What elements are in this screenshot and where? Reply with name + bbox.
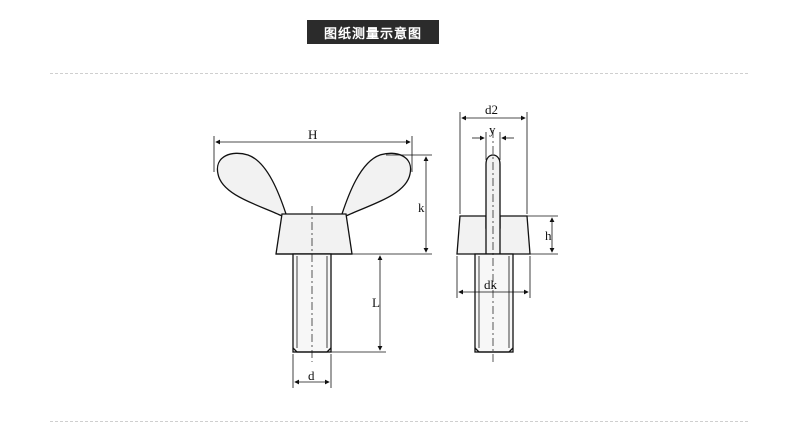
hub [275, 213, 353, 255]
label-H: H [308, 127, 317, 142]
front-dimensions [213, 136, 432, 388]
label-k: k [418, 200, 425, 215]
side-dimensions [456, 112, 558, 298]
label-h: h [545, 228, 552, 243]
page-title: 图纸测量示意图 [307, 20, 439, 44]
side-wing [485, 154, 501, 255]
right-wing [341, 152, 412, 217]
front-view [216, 152, 412, 362]
left-wing [216, 152, 287, 217]
label-y: y [489, 122, 496, 137]
side-view [456, 130, 531, 362]
label-d2: d2 [485, 102, 498, 117]
label-d: d [308, 368, 315, 383]
label-dk: dk [484, 277, 498, 292]
bottom-divider [50, 421, 748, 422]
side-shank [474, 253, 514, 353]
label-L: L [372, 295, 380, 310]
top-divider [50, 73, 748, 74]
